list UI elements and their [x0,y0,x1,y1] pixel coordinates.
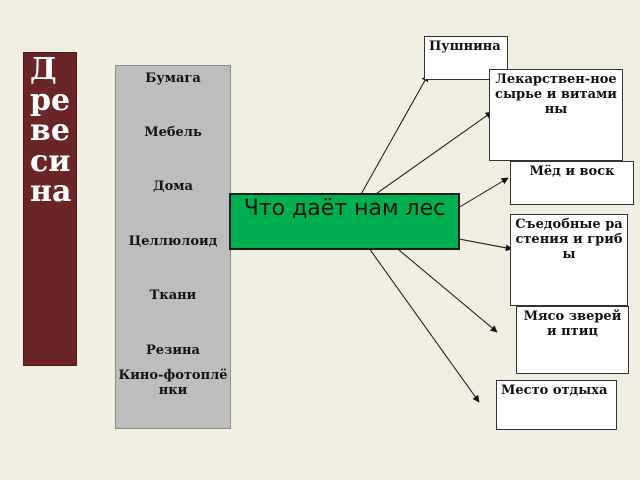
benefit-meat-text: Мясо зверей и птиц [523,309,622,339]
benefit-rest: Место отдыха [496,380,617,430]
center-title: Что даёт нам лес [243,196,446,221]
arrow-to-rest [365,243,480,403]
product-item: Ткани [149,288,197,303]
product-item: Бумага [145,71,201,86]
benefit-honey: Мёд и воск [510,161,634,205]
benefit-rest-text: Место отдыха [501,383,608,398]
wood-label-text: Древесина [30,52,72,210]
arrow-to-medicine [372,111,493,197]
product-item: Целлюлоид [128,234,218,249]
arrow-to-meat [386,239,498,333]
wood-label-panel: Древесина [23,52,77,366]
arrow-to-fur [359,74,429,197]
product-item: Дома [153,179,193,194]
benefit-fur-text: Пушнина [429,39,501,54]
benefit-honey-text: Мёд и воск [529,164,615,179]
product-item: Резина [146,343,200,358]
benefit-meat: Мясо зверей и птиц [516,306,629,374]
arrow-to-honey [457,177,509,209]
benefit-medicine: Лекарствен-ное сырье и витамины [489,69,623,161]
product-item: Кино-фотоплёнки [118,368,228,398]
benefit-edible: Съедобные растения и грибы [510,214,628,306]
product-item: Мебель [144,125,202,140]
benefit-medicine-text: Лекарствен-ное сырье и витамины [495,72,617,117]
center-title-box: Что даёт нам лес [229,193,460,250]
products-panel: Бумага Мебель Дома Целлюлоид Ткани Резин… [115,65,231,429]
benefit-edible-text: Съедобные растения и грибы [515,217,623,262]
